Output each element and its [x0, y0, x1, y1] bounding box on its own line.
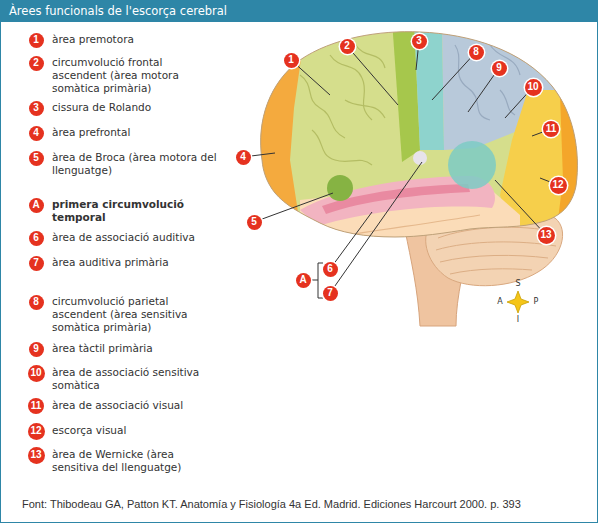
area-description: escorça visual: [52, 424, 217, 437]
callout-label: A: [299, 275, 306, 285]
callout-label: 10: [30, 368, 41, 378]
callout-label: 12: [30, 426, 41, 436]
area-description: circumvolució frontal ascendent (àrea mo…: [52, 56, 217, 95]
area-description: àrea premotora: [52, 33, 217, 46]
callout-label: 7: [327, 288, 333, 298]
callout-label: 2: [344, 41, 350, 51]
compass-letter: A: [497, 297, 502, 307]
callout-label: 10: [527, 82, 538, 92]
callout-number: 10: [525, 79, 542, 96]
callout-label: 5: [251, 217, 257, 227]
callout-number: 1: [29, 33, 44, 48]
callout-label: 6: [327, 264, 333, 274]
compass-letter: S: [515, 279, 520, 289]
callout-label: 6: [33, 233, 39, 243]
callout-label: 1: [33, 35, 39, 45]
area-description: àrea de associació sensitiva somàtica: [52, 366, 217, 392]
callout-number: 13: [28, 447, 45, 464]
callout-label: 11: [546, 124, 557, 134]
callout-label: 9: [33, 344, 39, 354]
callout-label: 7: [33, 258, 39, 268]
area-description: àrea prefrontal: [52, 126, 217, 139]
area-description: àrea de associació visual: [52, 399, 217, 412]
callout-label: 12: [552, 180, 563, 190]
header-title: Àrees funcionals de l'escorça cerebral: [9, 4, 227, 18]
callout-number: 8: [29, 295, 44, 310]
callout-number: 13: [538, 227, 555, 244]
callout-label: A: [32, 200, 39, 210]
callout-number: 1: [284, 53, 299, 68]
callout-label: 2: [33, 58, 39, 68]
callout-number: 9: [29, 342, 44, 357]
callout-label: 3: [416, 36, 422, 46]
callout-label: 8: [33, 297, 39, 307]
callout-number: 6: [29, 231, 44, 246]
compass-letter: I: [517, 315, 519, 325]
callout-label: 4: [240, 152, 246, 162]
callout-number: 7: [323, 286, 338, 301]
callout-number: 12: [550, 177, 567, 194]
callout-number: 11: [28, 398, 44, 414]
callout-label: 4: [33, 128, 39, 138]
callout-number: 11: [543, 121, 559, 137]
area-description: circumvolució parietal ascendent (àrea s…: [52, 295, 217, 334]
callout-number: 9: [492, 61, 507, 76]
callout-label: 8: [473, 47, 479, 57]
callout-number: 10: [28, 365, 45, 382]
callout-number: 4: [29, 126, 44, 141]
callout-number: A: [296, 273, 311, 288]
area-description: cissura de Rolando: [52, 101, 217, 114]
area-description: àrea de Wernicke (àrea sensitiva del lle…: [52, 448, 217, 474]
callout-number: 2: [29, 56, 44, 71]
callout-number: 2: [340, 39, 355, 54]
callout-label: 13: [540, 230, 551, 240]
callout-number: 6: [323, 262, 338, 277]
area-description: àrea de Broca (àrea motora del llenguatg…: [52, 151, 217, 177]
area-description: àrea auditiva primària: [52, 256, 217, 269]
callout-number: 7: [29, 256, 44, 271]
callout-number: 4: [236, 150, 251, 165]
callout-label: 13: [30, 450, 41, 460]
callout-number: 12: [28, 423, 45, 440]
callout-number: 3: [412, 34, 427, 49]
area-description: àrea tàctil primària: [52, 342, 217, 355]
callout-number: 5: [247, 215, 262, 230]
callout-number: 8: [469, 45, 484, 60]
callout-label: 5: [33, 153, 39, 163]
callout-number: 3: [29, 101, 44, 116]
callout-label: 9: [496, 63, 502, 73]
area-description: primera circumvolució temporal: [52, 198, 217, 224]
compass-letter: P: [534, 297, 539, 307]
source-caption: Font: Thibodeau GA, Patton KT. Anatomía …: [22, 497, 521, 511]
callout-number: A: [29, 198, 44, 213]
callout-label: 11: [31, 401, 42, 411]
callout-number: 5: [29, 151, 44, 166]
callout-label: 1: [288, 55, 294, 65]
area-description: àrea de associació auditiva: [52, 231, 217, 244]
callout-label: 3: [33, 103, 39, 113]
